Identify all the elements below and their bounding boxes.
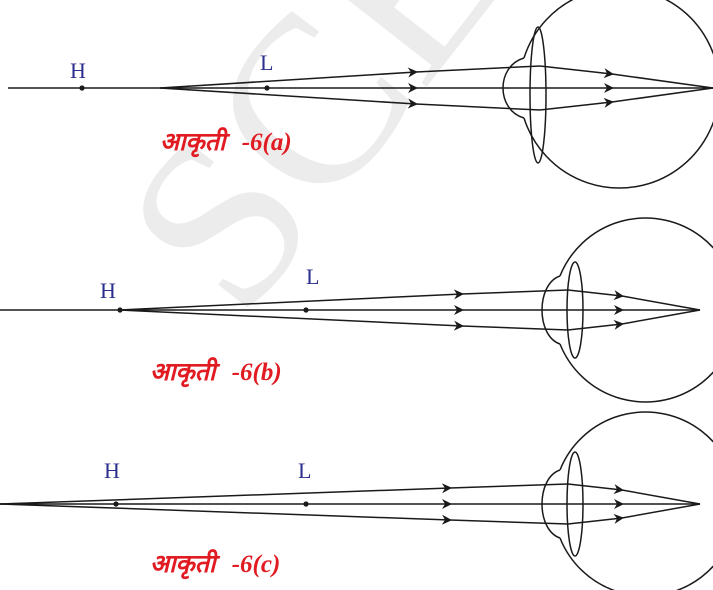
ray-bottom — [119, 309, 464, 331]
caption-word: आकृती — [150, 549, 221, 580]
point-h-dot — [117, 307, 123, 313]
figure-c — [0, 411, 713, 590]
eyeball — [523, 0, 713, 189]
point-l-dot — [264, 85, 270, 91]
eye-lens — [566, 261, 584, 359]
caption-suffix: -6(a) — [242, 129, 292, 156]
point-l-label: L — [306, 264, 319, 289]
refracted-ray-bottom — [567, 319, 624, 331]
refracted-ray-bottom — [567, 513, 624, 525]
caption-word: आकृती — [160, 127, 231, 158]
eyeball — [559, 217, 713, 403]
ray-bottom — [0, 503, 452, 525]
refracted-ray-top — [567, 483, 624, 495]
figure-c-caption: आकृती -6(c) — [150, 549, 280, 580]
point-l-dot — [303, 501, 309, 507]
eyeball — [559, 411, 713, 590]
refracted-ray-top — [539, 65, 614, 79]
figure-a — [8, 0, 713, 189]
eye-lens — [529, 26, 547, 164]
caption-suffix: -6(c) — [232, 551, 281, 578]
refracted-ray-top — [567, 289, 624, 301]
ray-top — [159, 67, 418, 89]
refracted-ray-top-ext — [621, 295, 701, 311]
refracted-ray-top-ext — [611, 73, 713, 89]
watermark: SCERT — [73, 0, 713, 356]
caption-word: आकृती — [150, 357, 221, 388]
point-h-dot — [113, 501, 119, 507]
refracted-ray-bottom-ext — [611, 87, 713, 103]
refracted-ray-top-ext — [621, 489, 701, 505]
point-h-dot — [79, 85, 85, 91]
figure-b-caption: आकृती -6(b) — [150, 357, 282, 388]
ray-bottom — [159, 87, 418, 109]
ray-top-ext — [449, 483, 569, 489]
refracted-ray-bottom — [539, 97, 614, 111]
ray-top-ext — [461, 289, 569, 295]
point-l-label: L — [260, 50, 273, 75]
figure-a-caption: आकृती -6(a) — [160, 127, 292, 158]
ray-bottom-ext — [449, 519, 569, 525]
point-h-label: H — [100, 278, 116, 303]
refracted-ray-bottom-ext — [621, 503, 701, 519]
point-h-label: H — [104, 458, 120, 483]
ray-top — [0, 483, 452, 505]
ray-top-ext — [415, 65, 541, 73]
refracted-ray-bottom-ext — [621, 309, 701, 325]
figure-b — [0, 217, 713, 403]
cornea — [541, 275, 561, 345]
point-h-label: H — [70, 58, 86, 83]
eye-lens — [566, 451, 584, 557]
ray-bottom-ext — [415, 103, 541, 111]
caption-suffix: -6(b) — [232, 359, 282, 386]
cornea — [541, 469, 561, 539]
cornea — [502, 57, 525, 119]
ray-top — [119, 289, 464, 311]
ray-bottom-ext — [461, 325, 569, 331]
point-l-label: L — [298, 458, 311, 483]
point-l-dot — [303, 307, 309, 313]
